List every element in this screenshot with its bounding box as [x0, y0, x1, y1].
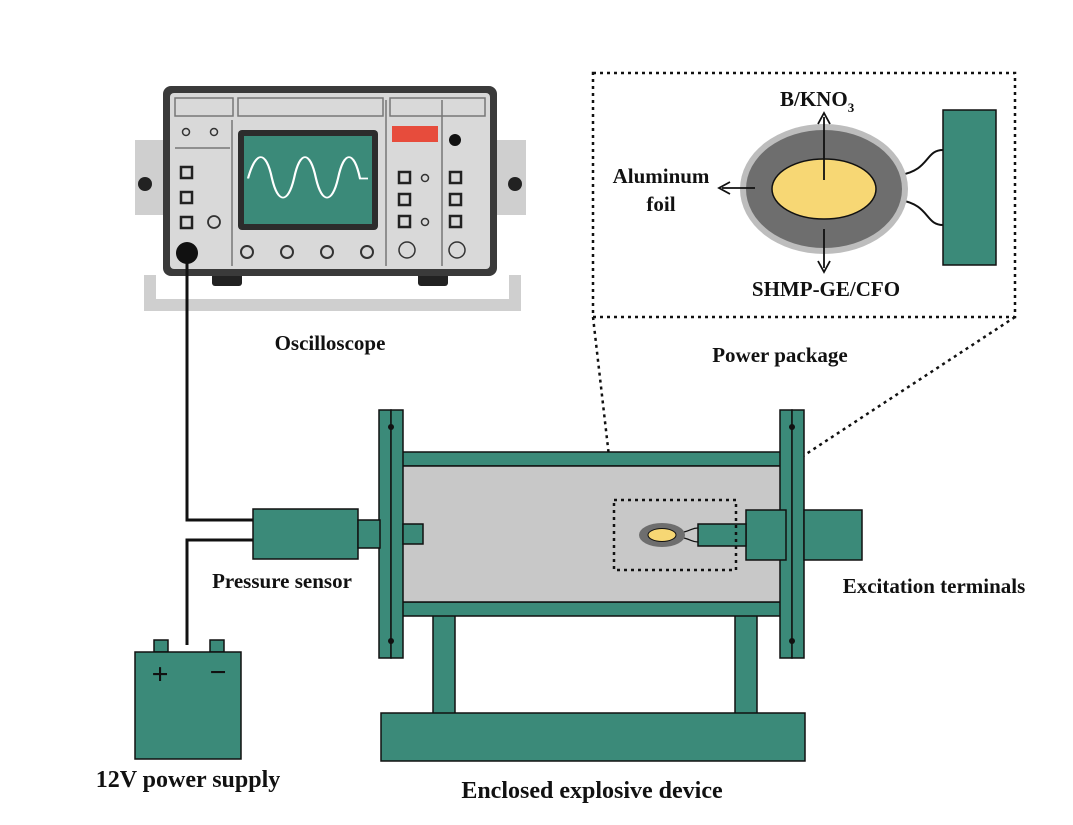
round-knob-icon — [207, 215, 221, 229]
square-button-icon — [179, 190, 194, 205]
callout-leader-left — [591, 316, 616, 501]
left-knob-icon — [138, 177, 152, 191]
excitation-terminal-outer — [803, 509, 863, 561]
oscilloscope-stand — [144, 275, 521, 311]
enclosed-explosive-device — [252, 409, 863, 762]
connector-jack-icon — [398, 241, 416, 259]
minus-icon: − — [209, 656, 226, 689]
round-knob-icon — [320, 245, 334, 259]
enclosed-device-label: Enclosed explosive device — [461, 778, 723, 804]
device-leg-left — [432, 611, 456, 715]
oscilloscope-left-bracket — [135, 140, 165, 215]
arrow-up-icon — [817, 111, 831, 125]
excitation-terminals-label: Excitation terminals — [843, 574, 1026, 598]
battery-body — [134, 651, 242, 760]
square-button-icon — [179, 165, 194, 180]
device-base — [380, 712, 806, 762]
arrow-left-icon — [717, 181, 731, 195]
oscilloscope-right-bracket — [496, 140, 526, 215]
power-button-icon — [449, 134, 461, 146]
charge-lead-lower — [683, 537, 699, 543]
small-knob-icon — [420, 173, 430, 183]
bolt-icon — [388, 638, 394, 644]
pressure-sensor-probe — [402, 523, 424, 545]
power-package-highlight — [612, 498, 738, 572]
battery-terminal-negative — [209, 639, 225, 653]
square-button-icon — [448, 214, 463, 229]
small-knob-icon — [181, 127, 191, 137]
power-supply-label: 12V power supply — [96, 767, 281, 793]
pressure-sensor-body — [252, 508, 359, 560]
square-button-icon — [448, 192, 463, 207]
pressure-sensor-label: Pressure sensor — [212, 569, 352, 593]
shmp-ge-cfo-label: SHMP-GE/CFO — [752, 277, 900, 301]
bolt-icon — [388, 424, 394, 430]
top-strip-mid — [237, 97, 384, 117]
power-supply: + − — [134, 639, 242, 760]
callout-terminal-block — [942, 109, 997, 266]
wiring — [185, 262, 253, 645]
callout-box — [591, 71, 1017, 319]
aluminum-foil-label-line2: foil — [646, 192, 675, 216]
battery-terminal-positive — [153, 639, 169, 653]
bolt-icon — [789, 424, 795, 430]
oscilloscope-screen-display — [244, 136, 372, 224]
callout-lead-upper — [899, 149, 944, 176]
power-package-label: Power package — [712, 343, 848, 367]
chamber-bottom-wall — [394, 601, 789, 617]
right-knob-icon — [508, 177, 522, 191]
callout-lead-lower — [899, 199, 944, 226]
charge-lead-upper — [683, 527, 699, 533]
square-button-icon — [448, 170, 463, 185]
b-kno3-label: B/KNO3 — [780, 87, 855, 115]
square-button-icon — [397, 170, 412, 185]
red-indicator-icon — [392, 126, 438, 142]
square-button-icon — [179, 215, 194, 230]
top-strip-right — [389, 97, 486, 117]
power-wire — [185, 538, 253, 645]
small-knob-icon — [209, 127, 219, 137]
round-knob-icon — [280, 245, 294, 259]
arrow-down-icon — [817, 260, 831, 274]
power-package-callout: B/KNO3 Aluminum foil SHMP-GE/CFO — [591, 71, 1017, 502]
pressure-sensor-neck — [357, 519, 381, 549]
right-flange-outer — [791, 409, 805, 659]
power-package-small-core — [647, 528, 677, 542]
plus-icon: + — [151, 658, 168, 691]
probe-input-jack-icon — [176, 242, 198, 264]
oscilloscope — [135, 86, 526, 311]
signal-wire — [185, 262, 253, 522]
excitation-terminal-body — [745, 509, 787, 561]
chamber-top-wall — [394, 451, 789, 467]
left-flange-outer — [378, 409, 392, 659]
top-strip-left — [174, 97, 234, 117]
bolt-icon — [789, 638, 795, 644]
round-knob-icon — [240, 245, 254, 259]
sine-wave-icon — [246, 156, 368, 199]
small-knob-icon — [420, 217, 430, 227]
round-knob-icon — [360, 245, 374, 259]
excitation-terminal-rod — [697, 523, 747, 547]
square-button-icon — [397, 192, 412, 207]
left-flange-inner — [390, 409, 404, 659]
connector-jack-icon — [448, 241, 466, 259]
device-leg-right — [734, 611, 758, 715]
oscilloscope-label: Oscilloscope — [275, 331, 386, 355]
aluminum-foil-label-line1: Aluminum — [613, 164, 710, 188]
square-button-icon — [397, 214, 412, 229]
